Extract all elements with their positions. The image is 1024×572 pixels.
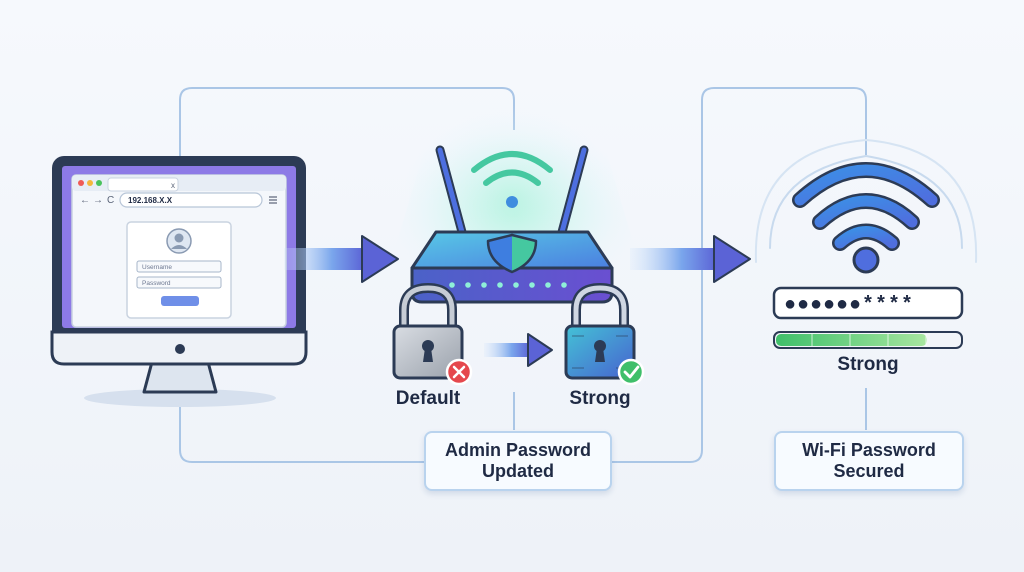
strong-lock <box>564 282 645 386</box>
default-lock <box>392 282 473 386</box>
router <box>380 105 650 304</box>
strength-meter-fill <box>776 334 927 346</box>
connector-left-bottom <box>179 388 424 463</box>
strong-lock-label: Strong <box>569 388 631 409</box>
monitor-stand <box>142 360 218 394</box>
wifi-icon <box>754 138 978 274</box>
back-icon[interactable]: ← <box>80 195 90 206</box>
router-leds <box>449 282 567 288</box>
strength-meter <box>773 331 963 349</box>
password-placeholder: Password <box>142 280 171 287</box>
shield-icon <box>486 233 538 274</box>
connector-lines <box>179 87 867 463</box>
forward-icon[interactable]: → <box>93 195 103 206</box>
browser-tab <box>107 177 179 192</box>
wifi-password-card: Wi-Fi Password Secured <box>774 431 964 491</box>
wifi-password-field: ●●●●●●**** <box>772 286 964 320</box>
reload-icon[interactable]: C <box>107 195 114 206</box>
menu-icon[interactable] <box>269 196 277 204</box>
address-bar[interactable] <box>119 192 263 208</box>
username-placeholder: Username <box>142 264 172 271</box>
arrow-default-to-strong <box>484 333 553 367</box>
router-wifi-icon <box>471 151 553 208</box>
connector-mid-right <box>612 87 867 463</box>
success-badge-icon <box>617 358 645 386</box>
connector-left-frame <box>179 87 515 262</box>
monitor-shadow <box>84 389 276 407</box>
window-close-dot <box>78 180 84 186</box>
default-label: Default <box>395 388 461 409</box>
password-field[interactable] <box>136 276 222 289</box>
login-button[interactable] <box>161 296 199 306</box>
browser-window: x ← → C 192.168.X.X Username Password <box>71 174 287 328</box>
username-field[interactable] <box>136 260 222 273</box>
arrow-to-wifi <box>630 235 751 283</box>
window-min-dot <box>87 180 93 186</box>
admin-password-text: Admin Password Updated <box>444 440 592 481</box>
strength-label: Strong <box>837 354 899 375</box>
wifi-password-masked: ●●●●●●**** <box>784 294 914 317</box>
power-button-icon <box>175 344 185 354</box>
wifi-secured-text: Wi-Fi Password Secured <box>802 440 936 481</box>
admin-password-card: Admin Password Updated <box>424 431 612 491</box>
arrow-to-router <box>284 235 399 283</box>
window-max-dot <box>96 180 102 186</box>
address-url: 192.168.X.X <box>128 196 173 205</box>
tab-close-icon[interactable]: x <box>171 181 175 190</box>
browser-titlebar <box>72 175 286 191</box>
